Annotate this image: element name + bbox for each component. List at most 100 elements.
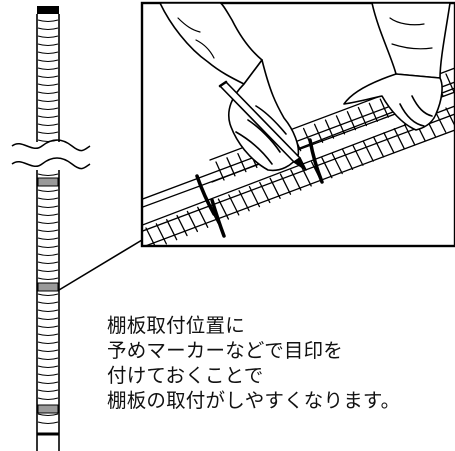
- pole-groove: [37, 123, 59, 126]
- pole-groove: [269, 177, 281, 199]
- detail-leader-line: [58, 239, 143, 291]
- pole-groove: [37, 237, 59, 240]
- pole-groove: [37, 261, 59, 264]
- pole-groove: [37, 245, 59, 248]
- pole-groove: [352, 144, 364, 166]
- caption-line-2: 予めマーカーなどで目印を: [107, 339, 344, 362]
- pole-groove: [37, 397, 59, 400]
- pole-groove: [341, 148, 354, 171]
- pole-groove: [237, 152, 247, 173]
- pole-top-cap: [37, 6, 59, 14]
- pole-groove: [37, 19, 59, 22]
- pole-groove: [300, 165, 312, 187]
- pole-groove: [37, 213, 59, 216]
- pole-groove: [37, 189, 59, 192]
- pole-groove: [217, 198, 230, 220]
- pole-groove: [226, 157, 236, 177]
- pole-groove: [445, 73, 455, 93]
- pole-groove: [37, 421, 59, 424]
- pole-groove: [37, 301, 59, 304]
- pole-groove: [238, 190, 250, 212]
- pole-groove: [331, 152, 343, 175]
- wavy-break-mark-icon: [11, 139, 91, 170]
- pole-groove: [37, 83, 59, 86]
- pole-groove: [302, 127, 313, 148]
- writing-hand: [159, 3, 307, 172]
- holding-hand: [343, 3, 451, 131]
- pole-groove: [403, 123, 416, 146]
- pole-groove: [368, 102, 378, 122]
- pole-groove: [393, 128, 405, 150]
- caption-line-1: 棚板取付位置に: [107, 314, 245, 337]
- pole-groove: [186, 210, 199, 233]
- pole-groove: [37, 35, 59, 38]
- hand-marking-pole-with-pen-icon: [142, 3, 455, 246]
- pole-groove: [37, 317, 59, 320]
- pole-groove: [290, 169, 302, 191]
- pole-groove: [372, 136, 385, 158]
- pole-groove: [37, 389, 59, 392]
- lying-pole-lower: [142, 91, 455, 246]
- pole-groove: [197, 206, 209, 228]
- pole-groove: [215, 161, 225, 181]
- pole-groove: [324, 119, 335, 139]
- pole-groove: [228, 194, 240, 216]
- pole-groove: [37, 173, 59, 176]
- marker-band: [37, 177, 59, 187]
- pole-groove: [37, 197, 59, 200]
- pole-groove: [346, 111, 357, 131]
- pole-groove: [37, 357, 59, 360]
- pole-groove: [37, 325, 59, 328]
- pole-groove: [37, 277, 59, 280]
- pole-groove: [37, 75, 59, 78]
- pole-groove: [37, 365, 59, 368]
- pole-groove: [166, 219, 178, 241]
- vertical-grooved-pole-icon: [36, 6, 60, 451]
- pole-groove: [37, 67, 59, 70]
- pole-groove: [37, 43, 59, 46]
- pole-groove: [37, 107, 59, 110]
- pole-groove: [37, 253, 59, 256]
- pole-groove: [37, 99, 59, 102]
- pole-groove: [357, 106, 368, 127]
- caption-line-3: 付けておくことで: [107, 364, 264, 387]
- pole-groove: [37, 59, 59, 62]
- pole-groove: [37, 373, 59, 376]
- pole-groove: [37, 221, 59, 224]
- pole-groove: [37, 269, 59, 272]
- pole-groove: [445, 107, 455, 128]
- pole-groove: [37, 27, 59, 30]
- caption-line-4: 棚板の取付がしやすくなります。: [107, 389, 401, 412]
- pole-groove: [37, 91, 59, 94]
- marker-band: [37, 404, 59, 414]
- pole-groove: [313, 123, 324, 143]
- pole-groove: [259, 181, 271, 204]
- pole-groove: [155, 223, 167, 245]
- pole-groove: [37, 413, 59, 416]
- pole-groove: [383, 132, 395, 154]
- pole-groove: [248, 185, 261, 208]
- caption: 棚板取付位置に 予めマーカーなどで目印を 付けておくことで 棚板の取付がしやすく…: [107, 313, 455, 413]
- detail-view-panel: [140, 1, 455, 248]
- pole-groove: [37, 381, 59, 384]
- pole-groove: [321, 157, 333, 179]
- pole-groove: [335, 115, 346, 135]
- pole-groove: [176, 214, 188, 237]
- pole-groove: [37, 349, 59, 352]
- pole-groove: [37, 333, 59, 336]
- pole-groove: [279, 173, 292, 195]
- pole-groove: [435, 111, 447, 133]
- pole-groove: [37, 131, 59, 134]
- pole-groove: [37, 341, 59, 344]
- pole-groove: [37, 51, 59, 54]
- pole-groove: [37, 293, 59, 296]
- pole-groove: [37, 309, 59, 312]
- pole-groove: [379, 98, 389, 118]
- pole-groove: [37, 115, 59, 118]
- pole-groove: [37, 229, 59, 232]
- sleeve-folds: [177, 17, 433, 59]
- pole-groove: [37, 205, 59, 208]
- pole-groove: [145, 227, 156, 246]
- pole-groove: [362, 140, 374, 162]
